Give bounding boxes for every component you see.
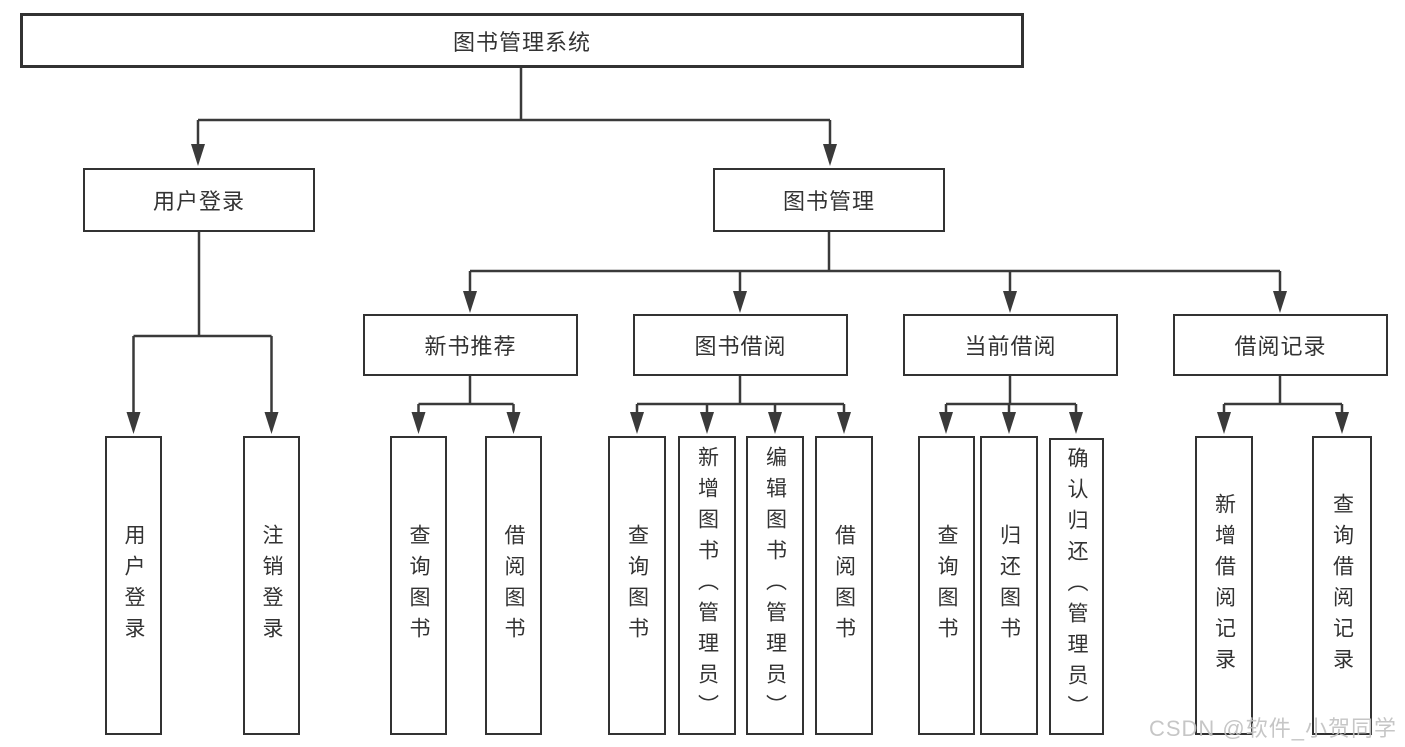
edges-borrow-records-to-leaves xyxy=(1217,376,1349,434)
edges-new-book-recommend-to-leaves xyxy=(411,376,521,434)
node-leaf-confirm-return-admin: 确认归还（管理员） xyxy=(1049,438,1104,735)
node-current-borrow: 当前借阅 xyxy=(903,314,1118,376)
node-book-management: 图书管理 xyxy=(713,168,945,232)
node-leaf-query-books-borrow: 查询图书 xyxy=(608,436,666,735)
edges-user-login-to-leaves xyxy=(126,232,279,434)
node-leaf-user-login: 用户登录 xyxy=(105,436,162,735)
node-leaf-borrow-books: 借阅图书 xyxy=(815,436,873,735)
node-leaf-edit-books-admin: 编辑图书（管理员） xyxy=(746,436,804,735)
edges-current-borrow-to-leaves xyxy=(939,376,1083,434)
node-leaf-query-books-current: 查询图书 xyxy=(918,436,975,735)
node-book-borrow: 图书借阅 xyxy=(633,314,848,376)
node-leaf-query-books-recommend: 查询图书 xyxy=(390,436,447,735)
node-leaf-return-books: 归还图书 xyxy=(980,436,1038,735)
node-user-login: 用户登录 xyxy=(83,168,315,232)
edges-book-management-to-level3 xyxy=(463,232,1287,313)
node-leaf-add-borrow-record: 新增借阅记录 xyxy=(1195,436,1253,735)
watermark: CSDN @软件_小贺同学 xyxy=(1148,716,1397,741)
edges-root-to-level2 xyxy=(191,68,837,166)
node-leaf-add-books-admin: 新增图书（管理员） xyxy=(678,436,736,735)
node-leaf-borrow-books-recommend: 借阅图书 xyxy=(485,436,542,735)
edges-book-borrow-to-leaves xyxy=(630,376,851,434)
node-new-book-recommend: 新书推荐 xyxy=(363,314,578,376)
node-root: 图书管理系统 xyxy=(20,13,1024,68)
node-leaf-logout: 注销登录 xyxy=(243,436,300,735)
node-borrow-records: 借阅记录 xyxy=(1173,314,1388,376)
node-leaf-query-borrow-record: 查询借阅记录 xyxy=(1312,436,1372,735)
